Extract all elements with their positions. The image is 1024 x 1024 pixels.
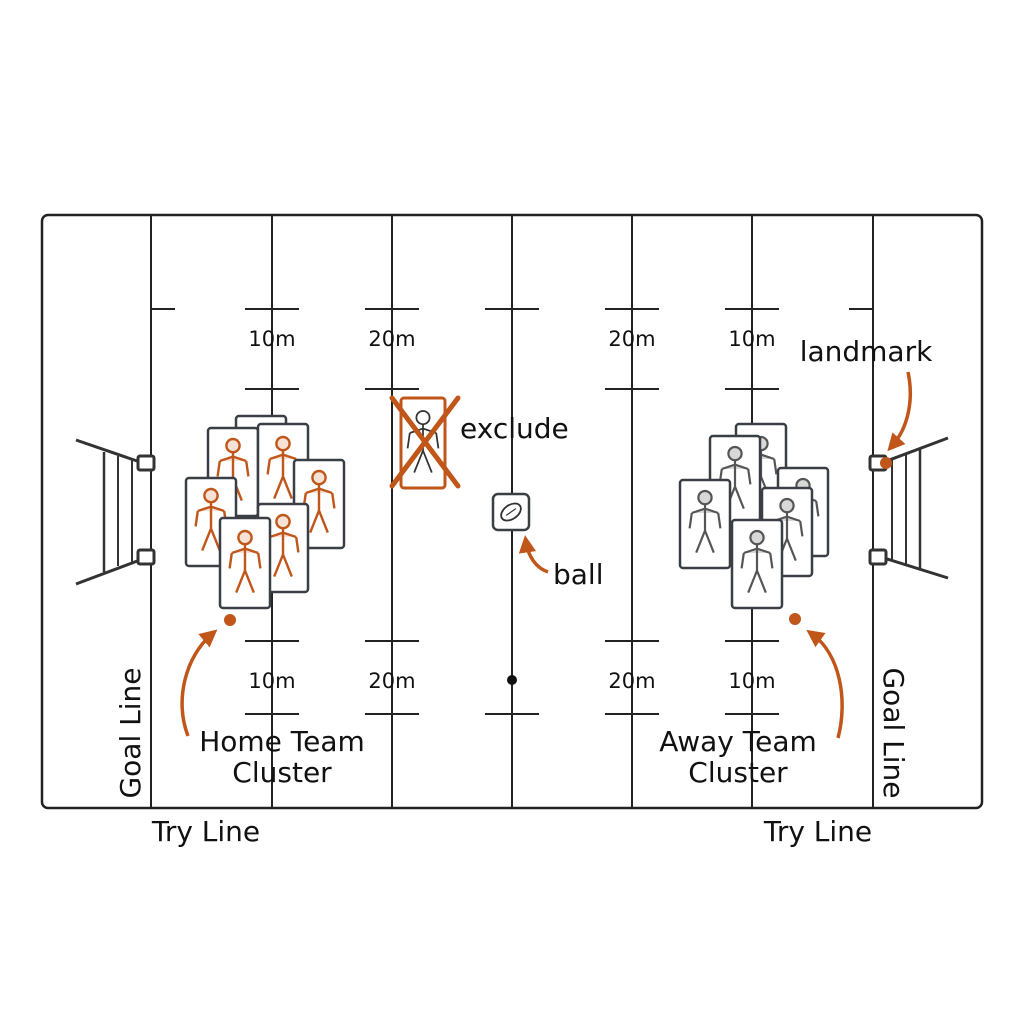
label-20m-right-top: 20m xyxy=(608,327,655,351)
goal-line-label-left: Goal Line xyxy=(114,667,147,798)
goal-line-label-right: Goal Line xyxy=(877,667,910,798)
home-team-cluster xyxy=(184,414,346,610)
away-team-cluster xyxy=(678,422,830,610)
exclude-label: exclude xyxy=(460,412,569,445)
player-box xyxy=(730,518,784,610)
away-team-label-line2: Cluster xyxy=(688,756,788,789)
home-cluster-arrow xyxy=(180,629,218,737)
label-20m-left-top: 20m xyxy=(368,327,415,351)
away-cluster-marker xyxy=(789,613,801,625)
player-box xyxy=(678,478,732,570)
label-10m-left-top: 10m xyxy=(248,327,295,351)
rugby-ball-icon xyxy=(500,502,522,522)
home-team-label-line2: Cluster xyxy=(232,756,332,789)
landmark-arrow xyxy=(887,371,912,452)
label-10m-right-bottom: 10m xyxy=(728,669,775,693)
landmark-label: landmark xyxy=(800,335,933,368)
excluded-player xyxy=(389,395,461,490)
cross-icon xyxy=(389,395,461,489)
goal-post-icon xyxy=(75,438,156,586)
away-team-label-line1: Away Team xyxy=(659,725,817,758)
label-20m-left-bottom: 20m xyxy=(368,669,415,693)
label-10m-right-top: 10m xyxy=(728,327,775,351)
away-cluster-arrow xyxy=(806,629,844,739)
ball-label: ball xyxy=(553,558,604,591)
center-spot xyxy=(507,675,517,685)
pitch-lines xyxy=(150,215,874,808)
ball xyxy=(491,492,531,532)
home-team-label-line1: Home Team xyxy=(199,725,365,758)
label-10m-left-bottom: 10m xyxy=(248,669,295,693)
home-cluster-marker xyxy=(224,614,236,626)
ball-arrow xyxy=(518,535,549,574)
landmark-marker xyxy=(880,457,892,469)
hash-marks xyxy=(151,308,873,715)
player-box xyxy=(218,516,272,610)
label-20m-right-bottom: 20m xyxy=(608,669,655,693)
try-line-label-right: Try Line xyxy=(763,815,872,848)
try-line-label-left: Try Line xyxy=(151,815,260,848)
